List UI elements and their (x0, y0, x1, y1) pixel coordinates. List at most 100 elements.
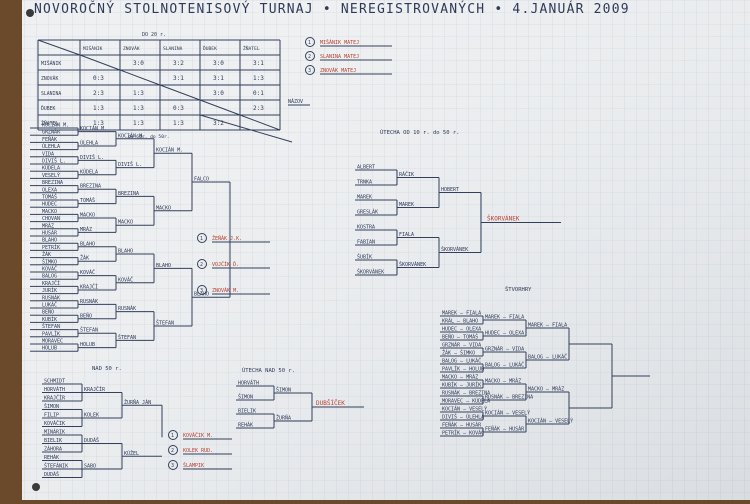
table-score: 1:3 (133, 120, 144, 127)
over50-name: HORVÁTH (44, 386, 65, 393)
main-bracket-name: RUSNÁK (80, 298, 98, 305)
doubles-bracket-name: MACKO – MRÁZ (528, 386, 564, 393)
third-place-bracket-name: BIELIK (238, 409, 256, 415)
doubles-bracket-name: KOCIÁN – VESELÝ (528, 418, 573, 425)
place-circle (168, 445, 178, 455)
pin-icon (32, 483, 40, 491)
main-bracket-name: ÚLEHLA (42, 143, 60, 150)
third-place-bracket-name: ŠIMON (276, 387, 291, 394)
third-place-winner: DUBŠÍČEK (316, 399, 345, 407)
table-score: 1:3 (173, 120, 184, 127)
table-score: 3:2 (213, 120, 224, 127)
main-bracket-name: BLAHO (156, 263, 171, 269)
main-bracket-name: LUKÁČ (42, 302, 57, 309)
doubles-bracket-name: ŽÁK – ŠIMKO (442, 349, 475, 357)
over50-name: KRAJČÍR (44, 394, 66, 402)
main-bracket-name: ÚLEHLA (80, 140, 98, 147)
main-bracket-name: BEŇO (42, 309, 54, 316)
over50-bracket-name: KRAJČÍR (84, 385, 106, 393)
main-bracket-name: BLAHO (194, 292, 209, 298)
third-place-title: ÚTECHA NAD 50 r. (242, 367, 295, 374)
result-name: KOLEK RUD. (183, 448, 213, 454)
doubles-title: ŠTVORHRY (505, 286, 532, 293)
main-bracket-name: JURÍK (42, 286, 57, 294)
over50-name: DUDÁŠ (44, 471, 59, 478)
main-bracket-name: VIDA (42, 151, 54, 157)
consolation-title: ÚTECHA OD 10 r. do 50 r. (380, 129, 459, 136)
table-score: 3:0 (213, 60, 224, 67)
table-col-header: ŽŇATEL (243, 44, 260, 52)
table-score: 3:0 (213, 90, 224, 97)
main-bracket-name: KOVÁČ (118, 276, 133, 283)
doubles-bracket-name: KUBÍK – JURÍK (442, 381, 481, 389)
table-col-header: ĎUBEK (203, 44, 217, 52)
standing-name: MIŠÁNIK MATEJ (320, 39, 359, 46)
main-bracket-name: ŽÁK (42, 250, 51, 258)
main-bracket-name: KÚDELA (80, 168, 98, 175)
doubles-bracket-name: MAREK – FIALA (528, 323, 567, 329)
doubles-bracket-name: PAVLÍK – HOLUB (442, 365, 484, 373)
result-name: ZNOVÁK M. (212, 287, 239, 294)
result-name: ŽEŇÁK J.K. (212, 234, 242, 242)
over50-bracket-name: ŽURŇA JÁN (124, 398, 151, 406)
doubles-bracket-name: HUDEC – OLEXA (485, 331, 524, 337)
over50-bracket-name: SABO (84, 464, 96, 470)
doubles-bracket-name: KRÁL – BLAHO (442, 318, 478, 325)
result-name: VOJČÍK Ď. (212, 260, 239, 268)
table-score: 3:1 (253, 60, 264, 67)
over50-name: REHÁK (44, 454, 59, 461)
over50-name: ŠIMON (44, 403, 59, 410)
main-bracket-name: ŠTEFAN (118, 334, 136, 341)
main-bracket-name: BLAHO (118, 249, 133, 255)
main-bracket-name: GRZNÁR (42, 129, 61, 136)
main-bracket-name: HOLUB (80, 342, 95, 348)
place-circle (305, 37, 315, 47)
main-bracket-name: KUBÍK (42, 315, 57, 323)
table-note-line (199, 114, 293, 143)
place-number: 3 (200, 288, 203, 294)
place-number: 1 (200, 236, 203, 242)
main-bracket-name: TOMÁŠ (42, 194, 57, 201)
table-row-header: ĎUBEK (41, 104, 56, 112)
over50-name: ZÁHORA (44, 446, 62, 453)
main-bracket-name: RUSNÁK (118, 305, 136, 312)
doubles-bracket-name: RUSNÁK – BREZINA (442, 390, 490, 397)
table-col-header: SLANINA (163, 46, 183, 52)
place-circle (197, 285, 207, 295)
main-bracket-name: BLAHO (42, 238, 57, 244)
table-score: 0:3 (173, 105, 184, 112)
doubles-bracket-name: MACKO – MRÁZ (442, 374, 478, 381)
doubles-bracket-name: MAREK – FIALA (442, 311, 481, 317)
third-place-bracket-name: HORVÁTH (238, 380, 259, 387)
consolation-bracket-name: HOBERT (441, 187, 459, 193)
table-score: 0:3 (93, 75, 104, 82)
over50-name: MINÁRIK (44, 429, 65, 436)
over50-bracket-name: DUDÁŠ (84, 437, 99, 444)
main-bracket-name: FALCO (194, 177, 209, 183)
main-bracket-name: MACKO (118, 220, 133, 226)
over50-bracket-name: KÚŽEL (124, 449, 139, 457)
main-bracket-name: PETRÍK (42, 243, 60, 251)
doubles-bracket-name: KOCIÁN – VESELÝ (442, 406, 487, 413)
consolation-bracket-name: FIALA (399, 232, 414, 238)
doubles-bracket-name: PETRÍK – KOVÁČ (442, 429, 484, 437)
main-bracket-name: BEŇO (80, 312, 92, 319)
main-bracket-name: BALOG (42, 274, 57, 280)
doubles-bracket-name: GRZNÁR – VIDA (485, 346, 524, 353)
main-bracket-name: HUSÁR (42, 230, 58, 237)
table-score: 1:3 (253, 75, 264, 82)
round-robin-caption: DO 20 r. (142, 32, 166, 38)
main-bracket-name: KOVÁČ (80, 269, 95, 276)
table-row-header: MIŠÁNIK (41, 60, 61, 67)
table-score: 1:3 (93, 120, 104, 127)
table-self-diagonal (159, 84, 201, 101)
place-number: 2 (200, 262, 203, 268)
doubles-bracket-name: FEŇÁK – HUSÁR (442, 422, 482, 429)
over50-name: KOVÁČIK (44, 420, 65, 427)
consolation-bracket-name: ŠUBÍK (357, 253, 372, 261)
main-bracket-name: KOCIÁN M. (156, 147, 183, 154)
result-name: ŠLAMPIK (183, 462, 204, 469)
doubles-bracket-name: MORAVEC – KÚDELA (442, 398, 490, 405)
main-bracket-name: DIVIŠ L. (42, 158, 66, 165)
